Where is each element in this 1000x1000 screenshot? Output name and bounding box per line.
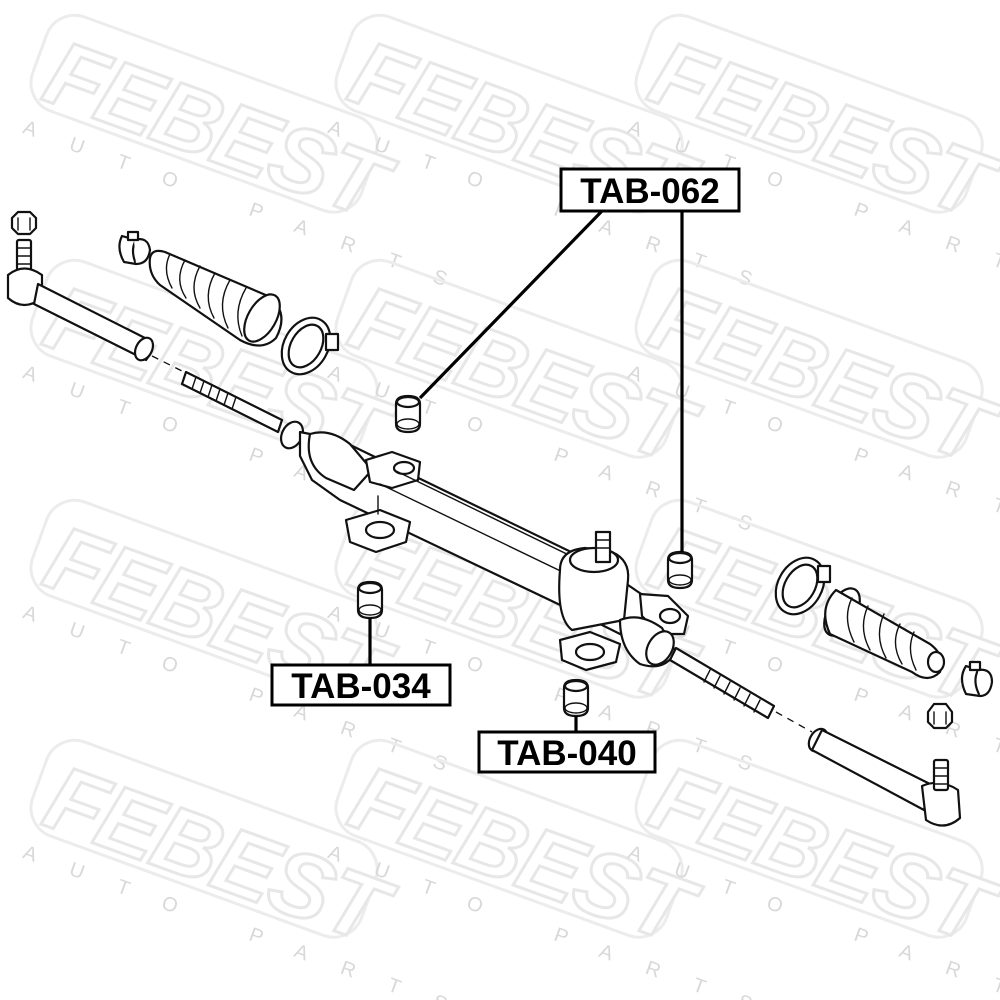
right-rack-boot [823,587,946,680]
callout-tab-034-text: TAB-034 [291,667,431,706]
callout-tab-040-text: TAB-040 [497,734,636,773]
right-boot-clip [960,660,994,698]
leader-lines [368,209,684,732]
bushing-tab-040 [562,678,590,718]
callout-tab-062-text: TAB-062 [580,172,719,211]
right-boot-clamp [774,556,832,616]
bushing-tab-062-upper [394,394,422,434]
left-alignment-line [151,355,189,375]
right-tie-rod-end [807,727,962,827]
left-tie-rod-nut [10,210,38,236]
pinion-housing [558,530,690,672]
callout-tab-062: TAB-062 [559,167,741,213]
callout-tab-040: TAB-040 [477,730,657,774]
left-boot-clamp [280,316,340,376]
left-tie-rod-end [6,238,155,362]
right-inner-tie-rod [668,646,776,720]
left-inner-tie-rod [180,370,305,450]
right-tie-rod-nut [926,702,954,730]
right-alignment-line [775,711,813,733]
left-boot-clip [118,230,152,266]
bushing-tab-062-lower [666,550,694,590]
bushing-tab-034 [356,580,384,620]
callout-tab-034: TAB-034 [270,663,452,707]
steering-rack-assembly [6,210,994,827]
watermark-layer: FEBEST AUTO PARTS FEBEST AUTO PARTS FEBE… [20,13,1000,1000]
leader-tab-062-upper [418,209,604,400]
left-rack-boot [148,249,283,347]
